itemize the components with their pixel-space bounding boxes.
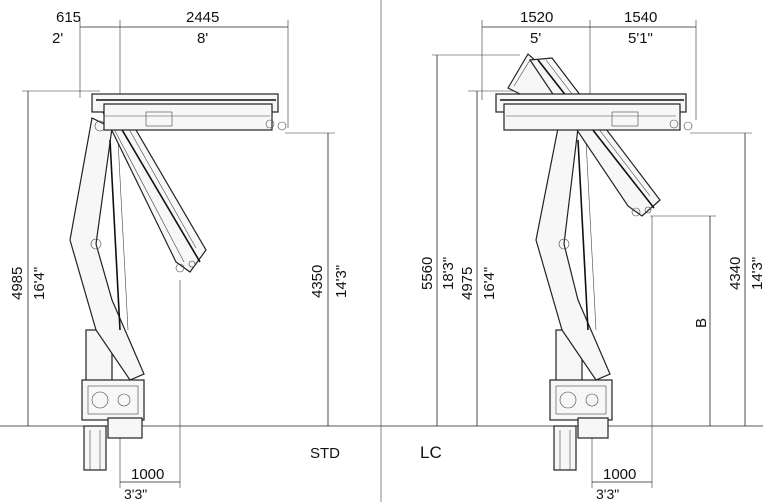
right-variant-label: LC xyxy=(420,443,442,462)
left-dim-4985-ft: 16'4" xyxy=(31,267,48,300)
left-view: 615 2' 2445 8' 4985 16'4" 4350 14'3" 100… xyxy=(9,9,350,502)
right-dim-1540-ft: 5'1" xyxy=(628,30,653,47)
left-variant-label: STD xyxy=(310,445,340,462)
right-dim-4340-mm: 4340 xyxy=(727,257,744,290)
left-crane-drawing xyxy=(69,93,287,471)
left-dim-4985-mm: 4985 xyxy=(9,267,26,300)
right-crane-drawing xyxy=(495,53,693,471)
right-dim-1540-mm: 1540 xyxy=(624,9,657,26)
right-dim-4975-ft: 16'4" xyxy=(481,267,498,300)
right-dim-b-label: B xyxy=(693,318,710,328)
left-dim-615-ft: 2' xyxy=(52,30,63,47)
left-dim-2445-mm: 2445 xyxy=(186,9,219,26)
right-view: 1520 5' 1540 5'1" 5560 18'3" 4975 16'4" … xyxy=(419,9,763,502)
left-dim-1000-mm: 1000 xyxy=(131,466,164,483)
right-dim-4340-ft: 14'3" xyxy=(749,257,763,290)
left-dim-2445-ft: 8' xyxy=(197,30,208,47)
left-dim-615-mm: 615 xyxy=(56,9,81,26)
right-dim-1520-ft: 5' xyxy=(530,30,541,47)
right-dim-1000-ft: 3'3" xyxy=(596,486,619,502)
right-dim-5560-ft: 18'3" xyxy=(440,257,457,290)
right-dim-1520-mm: 1520 xyxy=(520,9,553,26)
left-dim-1000-ft: 3'3" xyxy=(124,486,147,502)
right-dim-1000-mm: 1000 xyxy=(603,466,636,483)
right-dim-5560-mm: 5560 xyxy=(419,257,436,290)
left-dim-4350-mm: 4350 xyxy=(309,265,326,298)
right-dim-4975-mm: 4975 xyxy=(459,267,476,300)
left-dim-4350-ft: 14'3" xyxy=(333,265,350,298)
